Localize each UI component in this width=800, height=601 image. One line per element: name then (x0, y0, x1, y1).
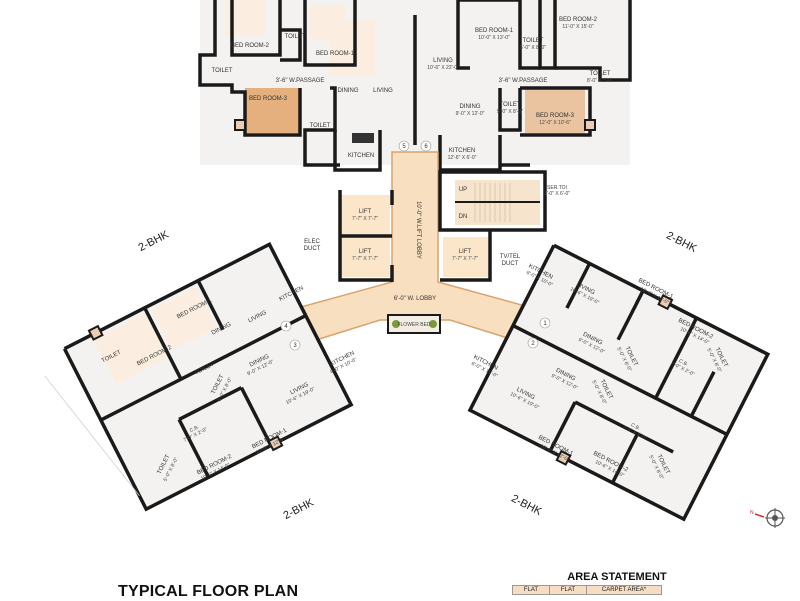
room-label: TOILET (590, 71, 611, 77)
room-label: TOILET (500, 102, 521, 108)
room-label: TOILET (310, 123, 331, 129)
room-size: 10'-0" X 13'-0" (478, 35, 510, 41)
room-label: BED ROOM-3 (249, 96, 288, 102)
flat-type-label: 2-BHK (509, 493, 544, 519)
room-label: BED ROOM-1 (475, 28, 514, 34)
plant-icon (392, 320, 400, 328)
room-label: DINING (338, 88, 359, 94)
room-label: DINING (460, 104, 481, 110)
tv-duct-label: TV/TEL (500, 254, 521, 260)
left-wing: 2-BHK 2-BHK BED ROOM-1 BED ROOM-2 DINING… (44, 228, 358, 522)
lobby-label: 6'-0" W. LOBBY (394, 296, 436, 302)
elec-duct-label: ELEC (304, 239, 320, 245)
column-header: CARPET AREA* (586, 585, 662, 595)
room-size: 12'-6" X 6'-0" (448, 155, 477, 161)
door-number: 5 (402, 144, 406, 150)
lift-size: 7'-7" X 7'-7" (352, 216, 378, 222)
bedroom-3-right-floor (525, 88, 585, 133)
room-label: BED ROOM-3 (536, 113, 575, 119)
door-number: 2 (531, 341, 535, 347)
area-statement-heading: AREA STATEMENT (567, 571, 667, 583)
flat-type-label: 2-BHK (281, 496, 316, 522)
stair-up-label: UP (459, 187, 467, 193)
lift-1 (340, 195, 390, 235)
room-size: 10'-6" X 22'-0" (427, 65, 459, 71)
room-size: 5'-0" X 8'-0" (497, 109, 523, 115)
flower-bed-label: FLOWER BED (397, 322, 430, 328)
table-header-row: FLAT FLAT CARPET AREA* (512, 585, 662, 595)
flat-type-label: 2-BHK (664, 230, 699, 256)
lift-2 (340, 237, 390, 277)
room-label: TOILET (212, 68, 233, 74)
flat-type-label: 2-BHK (136, 228, 171, 254)
room-label: TOILET (285, 34, 306, 40)
plant-icon (429, 320, 437, 328)
area-table: FLAT FLAT CARPET AREA* (512, 585, 662, 595)
flower-bed (387, 314, 441, 334)
room-label: LIVING (373, 88, 393, 94)
room-size: 8'-0" X 5'-0" (587, 78, 613, 84)
service-toilet-label: SER.TOI (547, 185, 567, 191)
room-label: BED ROOM-1 (316, 51, 355, 57)
room-label: BED ROOM-2 (231, 43, 270, 49)
service-toilet-size: 3'-0" X 6'-0" (544, 191, 570, 197)
room-size: 9'-0" X 12'-0" (456, 111, 485, 117)
core: UP DN LIFT 7'-7" X 7'-7" LIFT 7'-7" X 7'… (289, 151, 570, 346)
area-statement: AREA STATEMENT FLAT FLAT CARPET AREA* (512, 571, 702, 595)
room-size: 5'-0" X 8'-0" (520, 45, 546, 51)
column-header: FLAT (549, 585, 587, 595)
room-label: C.B. (630, 422, 641, 432)
room-label: LIVING (433, 58, 453, 64)
lift-label: LIFT (459, 249, 472, 255)
door-number: 6 (424, 144, 428, 150)
room-label: C.B. (678, 358, 689, 368)
column-header: FLAT (512, 585, 550, 595)
room-label: 3'-6" W.PASSAGE (276, 78, 325, 84)
door-number: 1 (543, 321, 547, 327)
room-label: KITCHEN (449, 148, 475, 154)
right-wing: 2-BHK 2-BHK KITCHEN 8'-0" X 10'-0" LIVIN… (467, 230, 771, 522)
room-size: 11'-0" X 15'-0" (562, 24, 593, 30)
elec-duct-label: DUCT (304, 246, 321, 252)
top-block: BED ROOM-2 TOILET BED ROOM-1 TOILET 3'-6… (198, 0, 632, 172)
lobby-floor (289, 151, 541, 346)
lift-lobby-label: 10'-0" W.LIFT LOBBY (415, 201, 421, 259)
compass-rose-icon: N (750, 508, 785, 528)
lift-3 (443, 237, 488, 277)
room-label: BED ROOM-2 (559, 17, 598, 23)
room-label: 3'-6" W.PASSAGE (499, 78, 548, 84)
lift-label: LIFT (359, 209, 372, 215)
door-number: 3 (293, 343, 297, 349)
room-label: TOILET (523, 38, 544, 44)
room-label: KITCHEN (348, 153, 374, 159)
lift-size: 7'-7" X 7'-7" (452, 256, 478, 262)
bedroom-3-floor (245, 88, 300, 133)
north-marker: N (750, 510, 754, 516)
lift-label: LIFT (359, 249, 372, 255)
door-number: 4 (284, 324, 288, 330)
lift-size: 7'-7" X 7'-7" (352, 256, 378, 262)
tv-duct-label: DUCT (502, 261, 519, 267)
room-size: 12'-0" X 10'-6" (539, 120, 571, 126)
lobby-door-numbers: 1 2 3 4 (280, 317, 551, 351)
room-label: C.B. (189, 424, 200, 434)
page-title: TYPICAL FLOOR PLAN (118, 583, 299, 600)
stair-down-label: DN (459, 214, 468, 220)
